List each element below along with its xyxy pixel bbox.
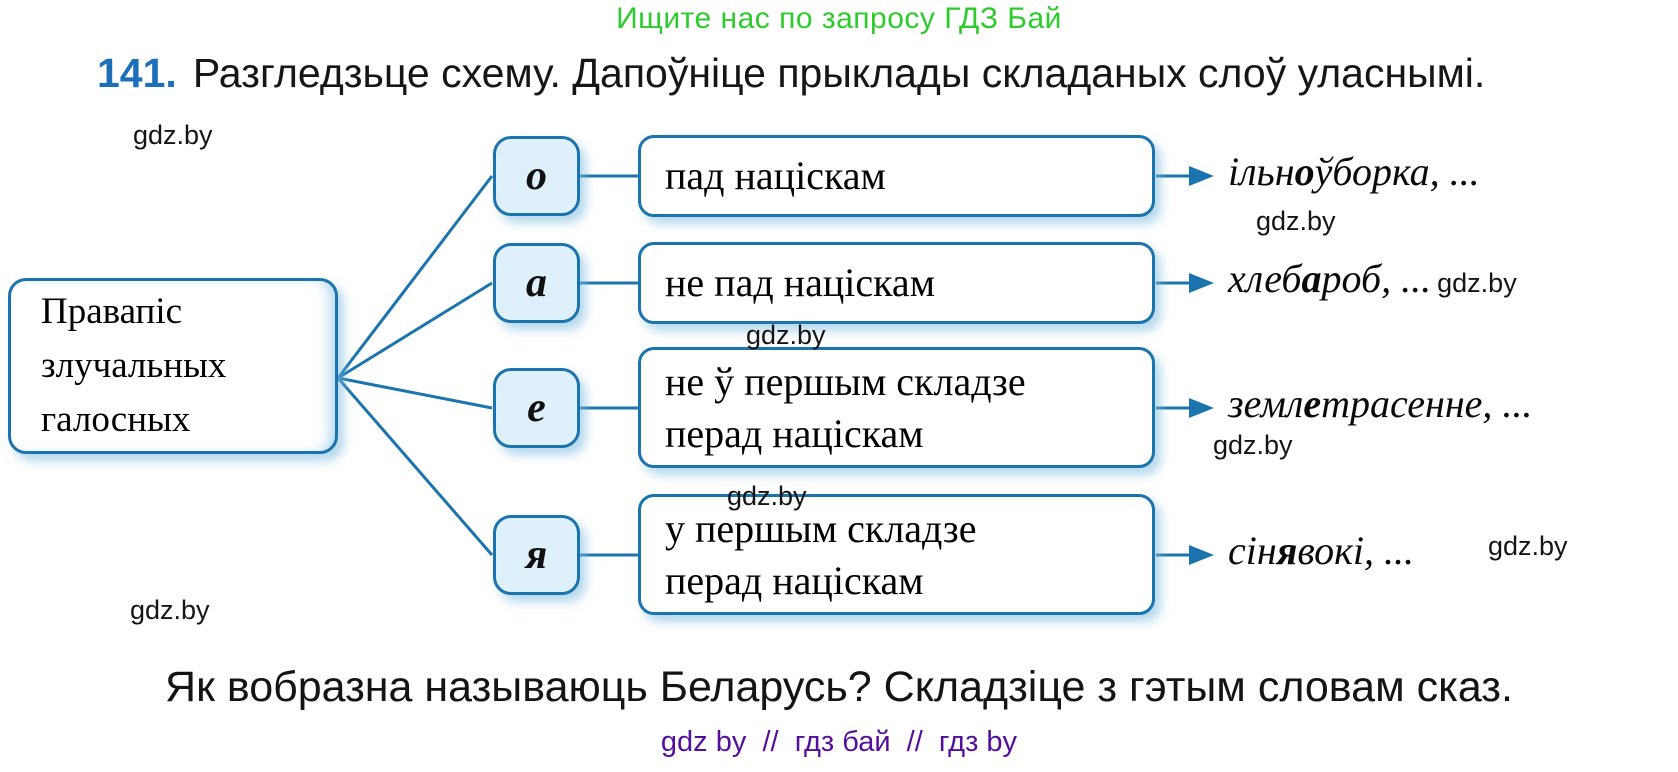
instruction-line: 141. Разгледзьце схему. Дапоўніце прыклад… <box>97 50 1485 97</box>
example-prefix: сін <box>1228 528 1277 573</box>
watermark: gdz.by <box>746 320 826 350</box>
watermark: gdz.by <box>130 595 210 625</box>
example-vowel: я <box>1276 528 1298 573</box>
rule-text: пад націскам <box>665 153 886 198</box>
example-word-3: землетрасенне, ... <box>1228 380 1532 427</box>
watermark: gdz.by <box>1437 268 1517 298</box>
example-suffix: ўборка, ... <box>1314 149 1480 194</box>
rule-text: не ў першым складзе <box>665 358 1026 404</box>
exercise-number: 141. <box>97 50 177 96</box>
watermark: gdz.by <box>727 481 807 511</box>
arrow-icon <box>1156 398 1214 418</box>
root-box: Правапіс злучальных галосных <box>8 278 338 454</box>
instruction-text: Разгледзьце схему. Дапоўніце прыклады ск… <box>192 50 1486 96</box>
footer-text: gdz by // гдз бай // гдз by <box>660 726 1018 758</box>
example-word-4: сінявокі, ... <box>1228 527 1414 574</box>
rule-box-4: у першым складзе перад націскам <box>638 494 1155 615</box>
example-vowel: о <box>1294 149 1315 194</box>
example-prefix: хлеб <box>1228 256 1302 301</box>
example-word-1: ільноўборка, ... <box>1228 148 1480 195</box>
example-vowel: е <box>1303 381 1322 426</box>
vowel-letter: о <box>526 153 547 199</box>
example-prefix: земл <box>1228 381 1304 426</box>
watermark: gdz.by <box>1488 531 1568 561</box>
watermark: gdz.by <box>1213 430 1293 460</box>
watermark: gdz.by <box>1256 206 1336 236</box>
vowel-box-o: о <box>493 136 580 216</box>
rule-box-1: пад націскам <box>638 135 1155 217</box>
vowel-box-e: е <box>493 368 580 448</box>
rule-text: не пад націскам <box>665 260 935 305</box>
rule-text: перад націскам <box>665 557 924 603</box>
example-suffix: трасенне, ... <box>1321 381 1533 426</box>
root-box-label: Правапіс злучальных галосных <box>41 291 227 440</box>
rule-text: у першым складзе <box>665 505 977 551</box>
rule-box-3: не ў першым складзе перад націскам <box>638 347 1155 468</box>
example-vowel: а <box>1301 256 1322 301</box>
example-word-2: хлебароб, ...gdz.by <box>1228 255 1517 302</box>
vowel-letter: е <box>527 385 546 431</box>
example-suffix: вокі, ... <box>1297 528 1414 573</box>
vowel-letter: я <box>525 532 548 578</box>
rule-box-2: не пад націскам <box>638 242 1155 324</box>
vowel-box-a: а <box>493 243 580 323</box>
top-banner-text: Ищите нас по запросу ГДЗ Бай <box>616 2 1062 35</box>
arrow-icon <box>1156 166 1214 186</box>
rule-text: перад націскам <box>665 410 924 456</box>
arrow-icon <box>1156 273 1214 293</box>
vowel-box-ya: я <box>493 515 580 595</box>
example-prefix: ільн <box>1228 149 1295 194</box>
vowel-letter: а <box>526 260 547 306</box>
question-text: Як вобразна называюць Беларусь? Складзіц… <box>165 663 1513 711</box>
example-suffix: роб, ... <box>1321 256 1432 301</box>
watermark: gdz.by <box>133 120 213 150</box>
arrow-icon <box>1156 545 1214 565</box>
